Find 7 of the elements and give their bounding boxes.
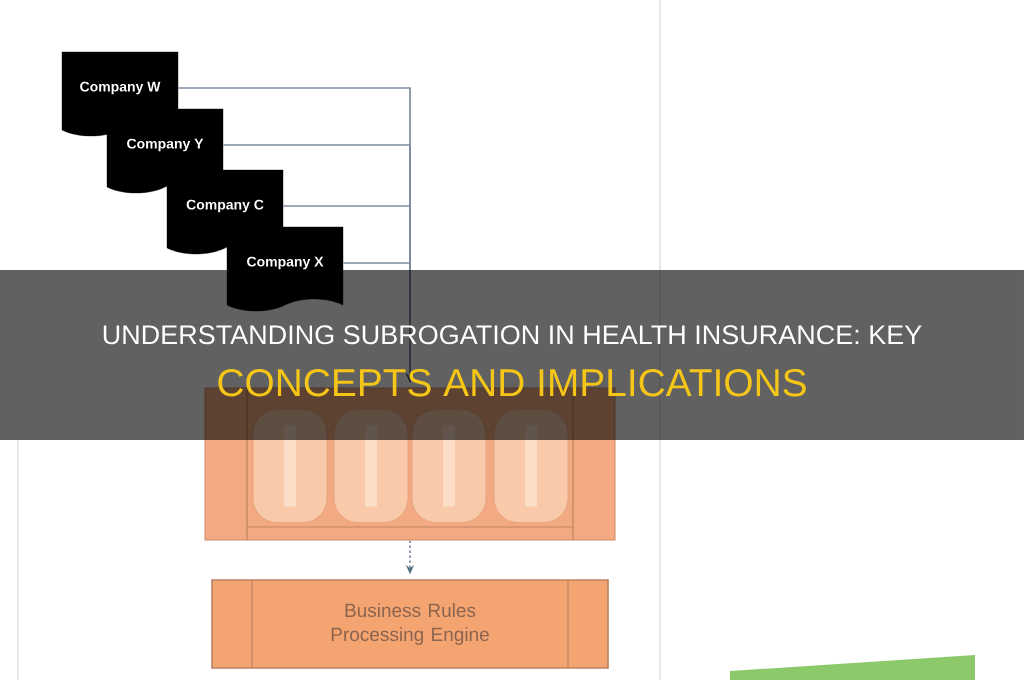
title-banner: UNDERSTANDING SUBROGATION IN HEALTH INSURANCE: KEY CONCEPTS AND IMPLICATIONS xyxy=(0,270,1024,440)
capsule xyxy=(252,409,328,523)
capsule xyxy=(333,409,409,523)
process-box: Business Rules Processing Engine xyxy=(211,579,609,669)
slanted-band xyxy=(730,655,975,680)
capsule xyxy=(493,409,569,523)
capsule xyxy=(411,409,487,523)
